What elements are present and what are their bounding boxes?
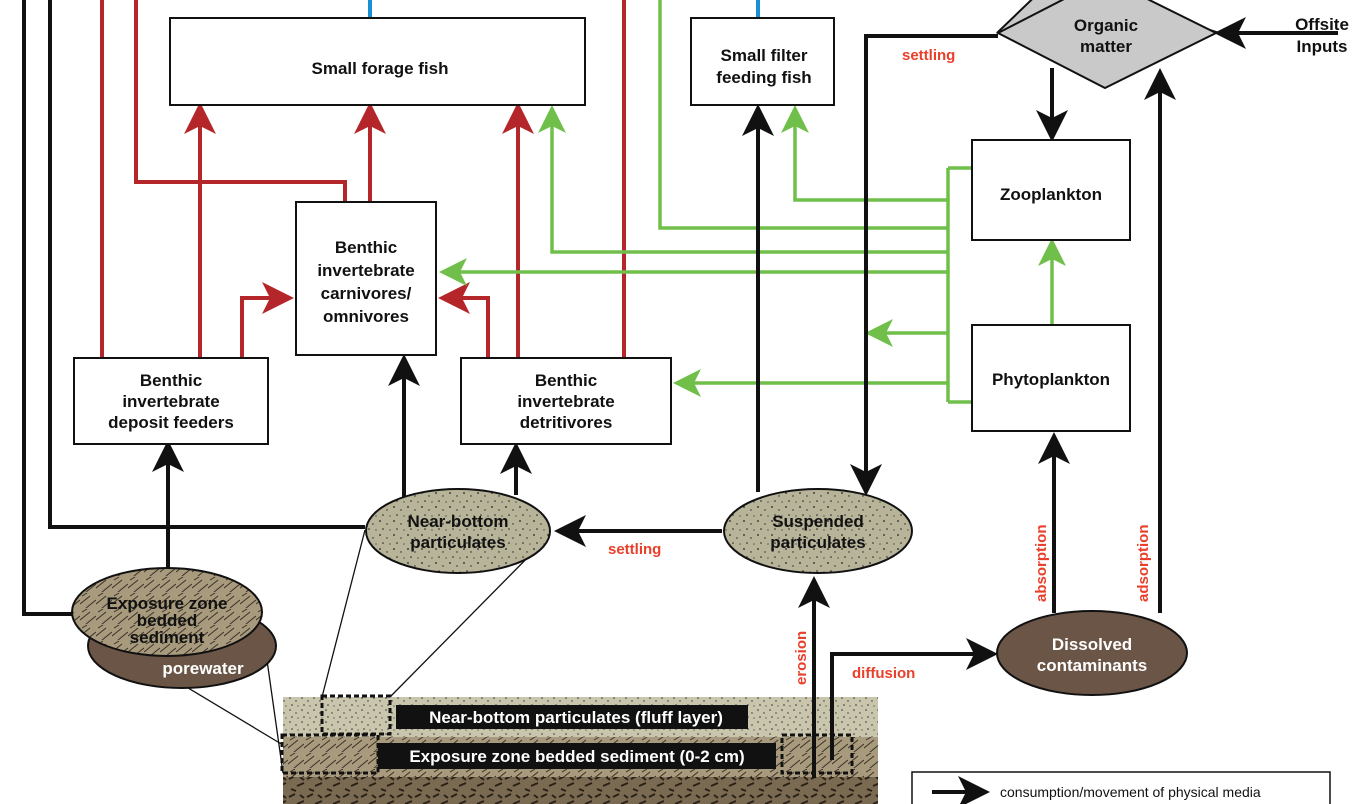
svg-text:particulates: particulates [770, 533, 865, 552]
svg-text:Inputs: Inputs [1297, 37, 1348, 56]
svg-text:Offsite: Offsite [1295, 15, 1349, 34]
svg-text:Dissolved: Dissolved [1052, 635, 1132, 654]
svg-text:matter: matter [1080, 37, 1132, 56]
svg-text:bedded: bedded [137, 611, 197, 630]
black-flows [22, 0, 1338, 778]
svg-text:particulates: particulates [410, 533, 505, 552]
svg-text:Exposure zone: Exposure zone [107, 594, 228, 613]
svg-text:Small forage fish: Small forage fish [312, 59, 449, 78]
svg-text:Near-bottom: Near-bottom [407, 512, 508, 531]
svg-text:porewater: porewater [162, 659, 244, 678]
svg-text:sediment: sediment [130, 628, 205, 647]
settling-label-mid: settling [608, 541, 661, 558]
node-suspended-particulates: Suspended particulates [723, 488, 913, 574]
node-benthic-detritivores: Benthic invertebrate detritivores [460, 357, 672, 445]
blue-flows [368, 0, 760, 18]
svg-text:invertebrate: invertebrate [122, 392, 219, 411]
svg-text:feeding fish: feeding fish [716, 68, 811, 87]
red-flows [100, 0, 626, 358]
svg-text:Benthic: Benthic [140, 371, 202, 390]
svg-text:deposit feeders: deposit feeders [108, 413, 234, 432]
diffusion-label: diffusion [852, 665, 915, 682]
legend: consumption/movement of physical media [911, 771, 1331, 804]
svg-text:carnivores/: carnivores/ [321, 284, 412, 303]
bedded-sediment-label: Exposure zone bedded sediment (0-2 cm) [409, 747, 744, 766]
svg-text:Zooplankton: Zooplankton [1000, 185, 1102, 204]
node-benthic-carnivores: Benthic invertebrate carnivores/ omnivor… [295, 201, 437, 356]
settling-label-top: settling [902, 47, 955, 64]
svg-text:invertebrate: invertebrate [517, 392, 614, 411]
absorption-label: absorption [1033, 525, 1050, 603]
sediment-cross-section: Near-bottom particulates (fluff layer) E… [280, 694, 878, 804]
node-phytoplankton: Phytoplankton [971, 324, 1131, 432]
node-offsite-inputs: Offsite Inputs [1295, 15, 1349, 56]
svg-text:Phytoplankton: Phytoplankton [992, 370, 1110, 389]
node-benthic-deposit-feeders: Benthic invertebrate deposit feeders [73, 357, 269, 445]
node-exposure-zone-sediment: Exposure zone bedded sediment [71, 567, 263, 657]
svg-text:Small filter: Small filter [721, 46, 808, 65]
svg-text:omnivores: omnivores [323, 307, 409, 326]
green-flows [439, 0, 1066, 404]
erosion-label: erosion [793, 631, 810, 685]
node-small-forage-fish: Small forage fish [169, 17, 586, 106]
node-small-filter-feeding-fish: Small filter feeding fish [690, 17, 835, 106]
svg-text:contaminants: contaminants [1037, 656, 1148, 675]
svg-text:Benthic: Benthic [535, 371, 597, 390]
fluff-layer-label: Near-bottom particulates (fluff layer) [429, 708, 723, 727]
node-dissolved-contaminants: Dissolved contaminants [996, 610, 1188, 696]
legend-item-label: consumption/movement of physical media [1000, 784, 1261, 800]
svg-text:Organic: Organic [1074, 16, 1138, 35]
svg-text:Suspended: Suspended [772, 512, 864, 531]
adsorption-label: adsorption [1135, 525, 1152, 603]
svg-text:detritivores: detritivores [520, 413, 613, 432]
node-zooplankton: Zooplankton [971, 139, 1131, 241]
node-organic-matter: Organic matter [995, 0, 1219, 90]
svg-text:Benthic: Benthic [335, 238, 397, 257]
svg-text:invertebrate: invertebrate [317, 261, 414, 280]
node-near-bottom-particulates: Near-bottom particulates [365, 488, 551, 574]
